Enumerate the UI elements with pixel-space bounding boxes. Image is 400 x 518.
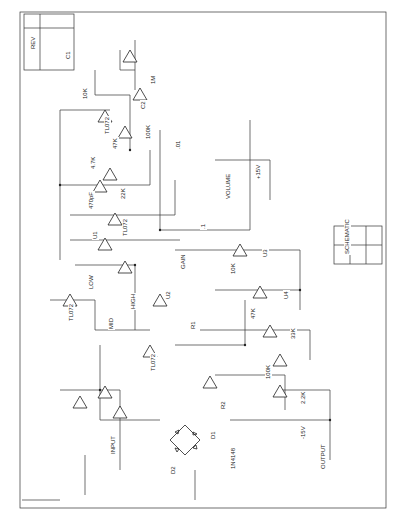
component-label: 100K	[145, 124, 152, 140]
component-label: TL072	[122, 218, 129, 237]
op-amp-symbols	[63, 50, 287, 418]
component-label: LOW	[88, 274, 95, 290]
diode-bridge	[170, 425, 200, 455]
component-label: 470pF	[88, 191, 95, 210]
component-label: 47K	[250, 307, 257, 320]
component-label: U3	[262, 248, 269, 258]
component-label: 22K	[120, 187, 127, 200]
component-label: 47K	[112, 137, 119, 150]
component-label: 100K	[265, 364, 272, 380]
component-label: GAIN	[180, 253, 187, 270]
component-label: OUTPUT	[320, 443, 327, 470]
component-label: U1	[92, 230, 99, 240]
component-label: +15V	[255, 164, 262, 180]
component-label: TL072	[104, 116, 111, 135]
component-label: VOLUME	[225, 173, 232, 200]
component-label: SCHEMATIC	[344, 218, 351, 255]
component-label: 33K	[290, 327, 297, 340]
component-label: C1	[65, 50, 72, 60]
component-label: 10K	[82, 87, 89, 100]
component-label: TL072	[68, 303, 75, 322]
component-label: U2	[165, 290, 172, 300]
component-label: HIGH	[130, 293, 137, 310]
component-label: D1	[210, 430, 217, 440]
component-label: MID	[108, 317, 115, 330]
revision-block	[24, 14, 74, 70]
component-label: .01	[175, 140, 182, 150]
component-label: R1	[190, 320, 197, 330]
component-label: U4	[283, 290, 290, 300]
component-label: R2	[220, 400, 227, 410]
component-label: 2.2K	[300, 391, 307, 405]
component-label: INPUT	[110, 435, 117, 455]
component-label: 1N4148	[230, 447, 237, 470]
junction-dots	[59, 149, 331, 421]
component-label: 10K	[230, 262, 237, 275]
page-border	[20, 12, 386, 508]
component-label: TL072	[150, 353, 157, 372]
component-label: 4.7K	[90, 156, 97, 170]
component-label: D2	[170, 465, 177, 475]
component-label: .1	[200, 223, 207, 230]
component-label: 1M	[150, 75, 157, 85]
title-block	[334, 226, 382, 264]
component-label: -15V	[300, 425, 307, 440]
component-label: REV	[30, 36, 37, 50]
component-label: C2	[140, 100, 147, 110]
